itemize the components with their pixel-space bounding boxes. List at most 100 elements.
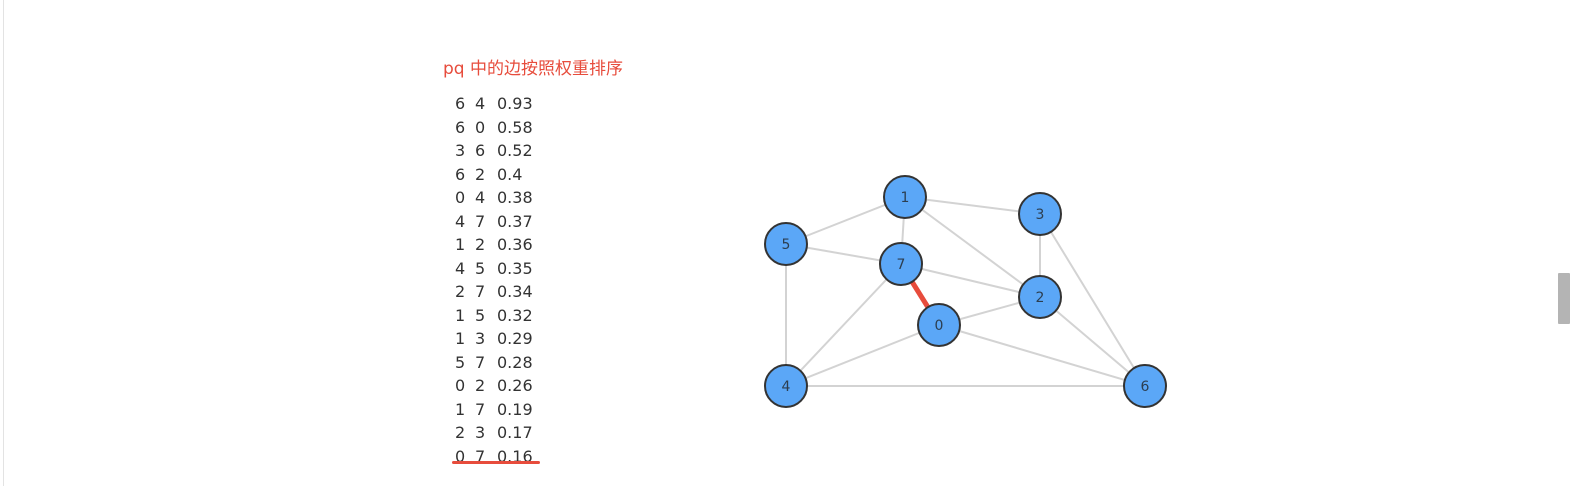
edge-vertex: 3 [475,329,486,348]
edge-vertex: 0 [455,376,466,395]
edge-vertex: 5 [475,305,486,325]
edge-vertex: 3 [475,423,486,442]
current-edge-underline [452,461,540,464]
edge-vertex: 4 [475,188,486,207]
graph-node-circle [883,175,927,219]
graph-node-circle [1018,192,1062,236]
edge-vertex: 6 [455,117,466,137]
scrollbar-thumb[interactable] [1558,273,1570,324]
graph-edge-3-6 [1039,213,1146,387]
edge-vertex: 2 [475,235,486,254]
graph-node-label: 7 [897,257,906,273]
edge-vertex: 6 [475,141,486,160]
edge-vertex: 7 [475,446,486,466]
edge-vertex: 2 [475,376,486,395]
edge-weight: 0.38 [497,188,533,207]
edge-vertex: 2 [455,423,466,442]
graph-node-1: 1 [883,175,927,219]
graph-node-circle [917,303,961,347]
edge-weight: 0.37 [497,211,533,231]
graph-node-label: 3 [1036,207,1045,223]
edge-vertex: 4 [455,211,466,231]
edge-vertex: 1 [455,399,466,419]
edge-vertex: 3 [455,141,466,160]
edge-weight: 0.29 [497,329,533,348]
graph-node-label: 5 [782,237,791,253]
content-left-border [3,0,4,486]
edge-weight: 0.32 [497,305,533,325]
graph-node-circle [1018,275,1062,319]
graph-node-6: 6 [1123,364,1167,408]
graph-edge-1-3 [904,196,1041,215]
edge-vertex: 6 [455,164,466,184]
graph-node-2: 2 [1018,275,1062,319]
edge-weight: 0.36 [497,235,533,254]
graph-node-label: 1 [901,190,910,206]
edge-vertex: 2 [455,282,466,301]
graph-node-label: 6 [1141,379,1150,395]
graph-edge-0-6 [938,324,1146,387]
edge-weight: 0.58 [497,117,533,137]
graph-nodes: 1 3 5 7 2 0 4 6 [764,175,1167,408]
edge-vertex: 4 [455,258,466,278]
graph-node-5: 5 [764,222,808,266]
edge-vertex: 0 [455,188,466,207]
edge-vertex: 6 [455,94,466,113]
graph-edge-2-6 [1039,296,1146,387]
edge-vertex: 7 [475,352,486,372]
edge-vertex: 7 [475,399,486,419]
edge-weight: 0.52 [497,141,533,160]
edge-vertex: 7 [475,282,486,301]
edge-vertex: 0 [475,117,486,137]
section-title: pq 中的边按照权重排序 [443,59,623,79]
graph-node-4: 4 [764,364,808,408]
edge-vertex: 1 [455,235,466,254]
graph-node-label: 0 [935,318,944,334]
edge-weight: 0.26 [497,376,533,395]
graph-node-0: 0 [917,303,961,347]
graph-edge-0-4 [785,324,940,387]
edge-vertex: 7 [475,211,486,231]
graph-edge-7-2 [900,263,1041,298]
edge-weight: 0.28 [497,352,533,372]
edge-weight: 0.17 [497,423,533,442]
graph-node-7: 7 [879,242,923,286]
graph-node-label: 4 [782,379,791,395]
graph-edge-1-2 [904,196,1041,298]
edge-vertex: 0 [455,446,466,466]
edge-weight: 0.34 [497,282,533,301]
edge-vertex: 4 [475,94,486,113]
graph-node-3: 3 [1018,192,1062,236]
edge-weight: 0.4 [497,164,523,184]
graph-node-circle [1123,364,1167,408]
graph-edge-7-4 [785,263,902,387]
edge-weight: 0.19 [497,399,533,419]
graph-node-label: 2 [1036,290,1045,306]
edge-weight: 0.16 [497,446,533,466]
edge-weight: 0.35 [497,258,533,278]
edge-weight: 0.93 [497,94,533,113]
graph-edges [785,196,1146,387]
graph-node-circle [764,364,808,408]
edge-vertex: 5 [455,352,466,372]
edge-vertex: 5 [475,258,486,278]
edge-vertex: 1 [455,305,466,325]
graph-node-circle [764,222,808,266]
